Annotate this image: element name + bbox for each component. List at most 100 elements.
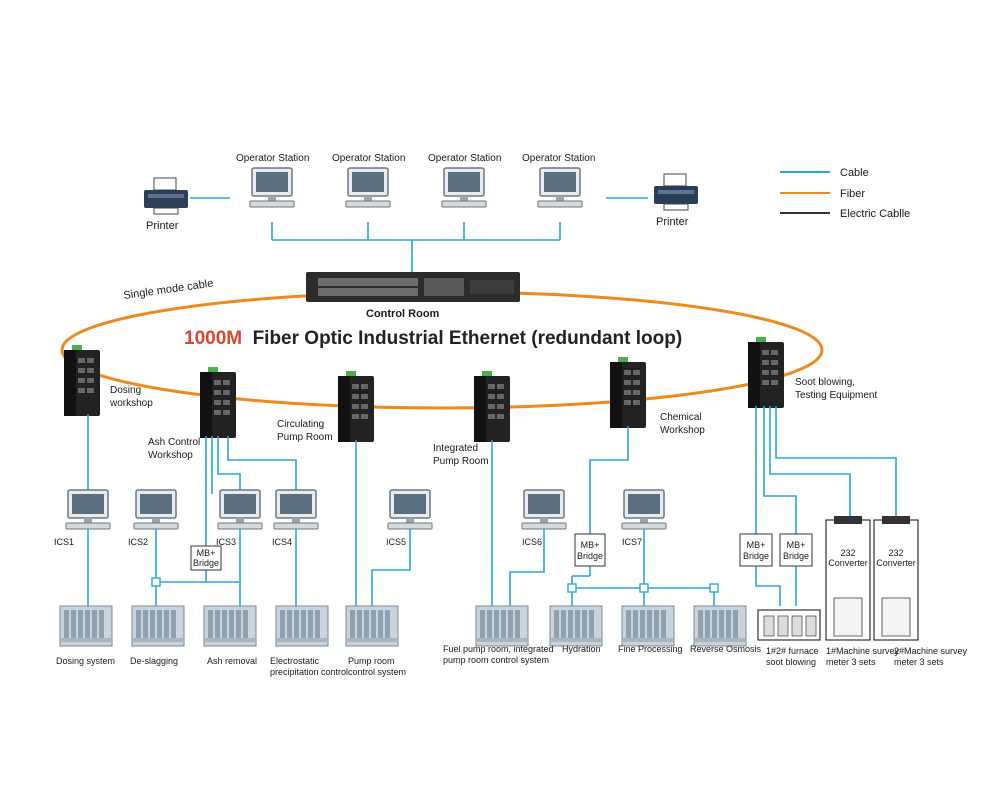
core-switch-icon — [306, 272, 520, 302]
system-label: meter 3 sets — [894, 657, 944, 667]
ics-label: ICS6 — [522, 537, 542, 547]
printer-label-right: Printer — [656, 216, 689, 228]
ics-label: ICS1 — [54, 537, 74, 547]
svg-text:Bridge: Bridge — [193, 558, 219, 568]
system-label: Fine Processing — [618, 644, 683, 654]
system-label: precipitation control — [270, 667, 348, 677]
svg-text:Converter: Converter — [828, 558, 868, 568]
operator-station-icon — [441, 167, 487, 208]
ics-workstation-icon — [217, 489, 263, 530]
printer-icon — [143, 177, 189, 215]
plc-cabinet-icon — [621, 605, 675, 647]
svg-text:MB+: MB+ — [197, 548, 216, 558]
system-label: 1#2# furnace — [766, 646, 819, 656]
switch-label-integrated-1: Integrated — [433, 443, 478, 454]
system-label: Electrostatic — [270, 656, 320, 666]
switch-label-ash-2: Workshop — [148, 450, 193, 461]
fiber-ring — [60, 290, 824, 410]
plc-cabinet-icon — [275, 605, 329, 647]
plc-cabinet-icon — [203, 605, 257, 647]
switch-label-pump-1: Circulating — [277, 419, 324, 430]
svg-text:Bridge: Bridge — [743, 551, 769, 561]
operator-station-label: Operator Station — [236, 153, 309, 164]
system-label: Hydration — [562, 644, 601, 654]
industrial-switch-icon — [64, 345, 100, 416]
svg-text:232: 232 — [840, 548, 855, 558]
svg-text:MB+: MB+ — [787, 540, 806, 550]
ics-label: ICS7 — [622, 537, 642, 547]
title-text: Fiber Optic Industrial Ethernet (redunda… — [253, 328, 683, 349]
system-label: Ash removal — [207, 656, 257, 666]
system-label: De-slagging — [130, 656, 178, 666]
printer-icon — [653, 173, 699, 211]
industrial-switch-icon — [748, 337, 784, 408]
switch-label-dosing-1: Dosing — [110, 385, 141, 396]
ics-workstation-icon — [273, 489, 319, 530]
legend-fiber-label: Fiber — [840, 188, 865, 200]
legend-electric-label: Electric Cablle — [840, 208, 910, 220]
operator-station-label: Operator Station — [522, 153, 595, 164]
industrial-switch-icon — [200, 367, 236, 438]
diagram-title: 1000M Fiber Optic Industrial Ethernet (r… — [184, 328, 682, 349]
ics-label: ICS4 — [272, 537, 292, 547]
industrial-switch-icon — [474, 371, 510, 442]
operator-station-label: Operator Station — [428, 153, 501, 164]
svg-text:Converter: Converter — [876, 558, 916, 568]
operator-station-icon — [345, 167, 391, 208]
plc-cabinet-icon — [131, 605, 185, 647]
ics-workstation-icon — [65, 489, 111, 530]
system-label: pump room control system — [443, 655, 549, 665]
svg-text:MB+: MB+ — [747, 540, 766, 550]
operator-network: Printer Printer Operator Station Operato… — [143, 153, 699, 320]
system-label: soot blowing — [766, 657, 816, 667]
legend: Cable Fiber Electric Cablle — [780, 167, 910, 220]
ics-label: ICS2 — [128, 537, 148, 547]
soot-blowing-panel — [757, 609, 821, 641]
plc-cabinet-icon — [59, 605, 113, 647]
ics-label: ICS3 — [216, 537, 236, 547]
ics-workstation-icon — [521, 489, 567, 530]
control-room-label: Control Room — [366, 308, 440, 320]
svg-text:MB+: MB+ — [581, 540, 600, 550]
svg-text:Bridge: Bridge — [783, 551, 809, 561]
converter-232: 232 Converter — [825, 516, 871, 641]
switch-label-soot-2: Testing Equipment — [795, 390, 877, 401]
svg-text:Bridge: Bridge — [577, 551, 603, 561]
system-label: Fuel pump room, integrated — [443, 644, 554, 654]
system-label: 2#Machine survey — [894, 646, 968, 656]
switch-label-integrated-2: Pump Room — [433, 456, 489, 467]
ics-workstation-icon — [387, 489, 433, 530]
mb-bridge: MB+ Bridge — [779, 533, 813, 567]
plc-cabinet-icon — [549, 605, 603, 647]
system-label: Reverse Osmosis — [690, 644, 762, 654]
title-highlight: 1000M — [184, 328, 242, 349]
system-label: control system — [348, 667, 406, 677]
industrial-switch-icon — [338, 371, 374, 442]
plc-cabinet-icon — [693, 605, 747, 647]
mb-bridge: MB+ Bridge — [190, 545, 222, 571]
ics-label: ICS5 — [386, 537, 406, 547]
operator-station-label: Operator Station — [332, 153, 405, 164]
mb-bridge: MB+ Bridge — [739, 533, 773, 567]
operator-station-icon — [537, 167, 583, 208]
plc-cabinet-icon — [345, 605, 399, 647]
switch-label-soot-1: Soot blowing, — [795, 377, 855, 388]
system-label: Pump room — [348, 656, 395, 666]
switch-label-ash-1: Ash Control — [148, 437, 200, 448]
legend-cable-label: Cable — [840, 167, 869, 179]
ics-workstation-icon — [621, 489, 667, 530]
printer-label-left: Printer — [146, 220, 179, 232]
single-mode-cable-label: Single mode cable — [123, 277, 214, 301]
system-label: 1#Machine survey — [826, 646, 900, 656]
switch-label-chemical-1: Chemical — [660, 412, 702, 423]
system-label: Dosing system — [56, 656, 115, 666]
switch-label-pump-2: Pump Room — [277, 432, 333, 443]
switch-label-chemical-2: Workshop — [660, 425, 705, 436]
switch-label-dosing-2: workshop — [109, 398, 153, 409]
operator-station-icon — [249, 167, 295, 208]
svg-text:232: 232 — [888, 548, 903, 558]
ics-workstation-icon — [133, 489, 179, 530]
system-label: meter 3 sets — [826, 657, 876, 667]
plc-cabinet-icon — [475, 605, 529, 647]
